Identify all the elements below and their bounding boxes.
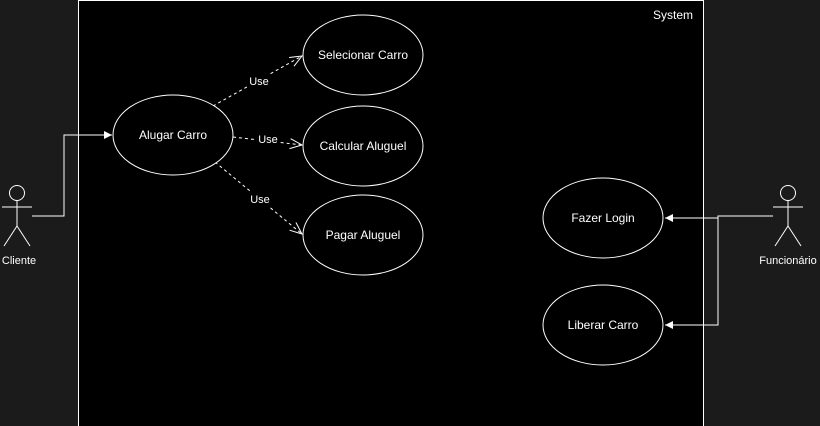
actor-cliente-head (9, 185, 25, 201)
use-case-selecionar-carro-ellipse (302, 14, 424, 96)
actor-funcionario-leg-left (774, 225, 789, 247)
use-label-2-bg (256, 132, 280, 147)
dependency-use-selecionar-carro[interactable] (212, 56, 302, 107)
use-case-calcular-aluguel[interactable]: Calcular Aluguel (302, 105, 424, 187)
use-case-alugar-carro-ellipse (112, 94, 234, 176)
actor-cliente-leg-right (16, 225, 31, 247)
use-case-pagar-aluguel[interactable]: Pagar Aluguel (302, 194, 424, 276)
actor-cliente-label: Cliente (2, 255, 36, 267)
use-case-alugar-carro[interactable]: Alugar Carro (112, 94, 234, 176)
use-case-fazer-login-ellipse (542, 177, 664, 259)
actor-funcionario-leg-right (787, 225, 802, 247)
use-case-fazer-login-label: Fazer Login (571, 211, 634, 225)
use-case-calcular-aluguel-label: Calcular Aluguel (320, 139, 407, 153)
use-case-pagar-aluguel-label: Pagar Aluguel (326, 228, 401, 242)
use-case-liberar-carro-ellipse (542, 284, 664, 366)
actor-funcionario[interactable]: Funcionário (759, 185, 817, 268)
use-label-1: Use (249, 76, 269, 88)
actor-cliente-leg-left (3, 225, 18, 247)
system-title: System (653, 8, 693, 22)
use-case-liberar-carro-label: Liberar Carro (568, 318, 639, 332)
use-case-liberar-carro[interactable]: Liberar Carro (542, 284, 664, 366)
use-label-1-bg (247, 74, 271, 89)
use-case-pagar-aluguel-ellipse (302, 194, 424, 276)
use-case-fazer-login[interactable]: Fazer Login (542, 177, 664, 259)
use-label-3-bg (248, 192, 272, 207)
actor-funcionario-head (780, 185, 796, 201)
use-label-3: Use (250, 194, 270, 206)
use-case-selecionar-carro-label: Selecionar Carro (318, 48, 408, 62)
use-case-selecionar-carro[interactable]: Selecionar Carro (302, 14, 424, 96)
association-cliente-alugar-carro[interactable] (32, 131, 112, 217)
use-case-calcular-aluguel-ellipse (302, 105, 424, 187)
actor-funcionario-label: Funcionário (759, 255, 816, 267)
association-funcionario-liberar-carro[interactable] (665, 215, 773, 329)
actor-cliente[interactable]: Cliente (2, 185, 36, 268)
use-case-alugar-carro-label: Alugar Carro (139, 128, 207, 142)
use-label-2: Use (258, 134, 278, 146)
